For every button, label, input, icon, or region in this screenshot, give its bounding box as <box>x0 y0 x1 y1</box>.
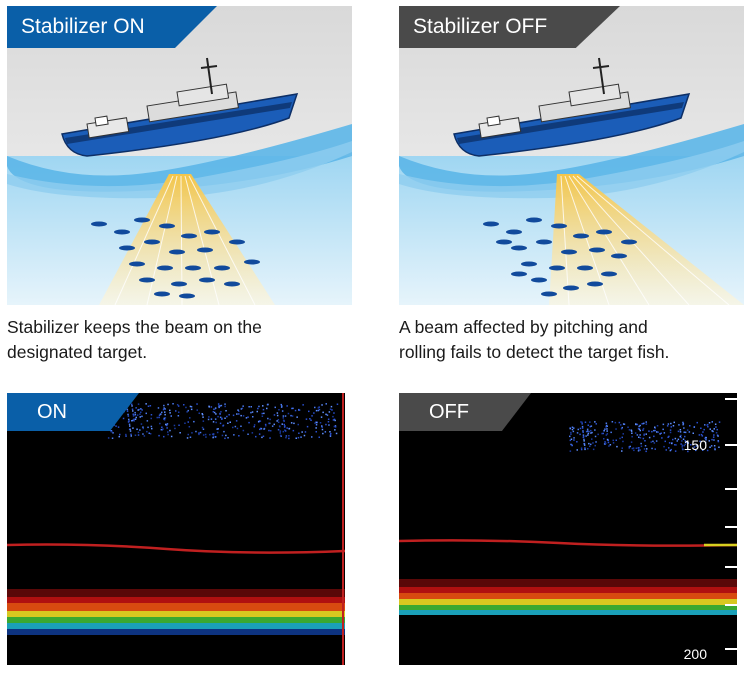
echogram-on: ON <box>7 393 345 665</box>
seabed-trace-line <box>399 539 737 547</box>
ship-icon <box>61 57 299 157</box>
surface-noise <box>569 421 721 453</box>
echogram-off: OFF 150 200 <box>399 393 737 665</box>
depth-200-text: 200 <box>683 646 707 662</box>
stabilizer-on-label: Stabilizer ON <box>7 6 217 48</box>
stabilizer-on-text: Stabilizer ON <box>21 15 145 38</box>
caption-off: A beam affected by pitching and rolling … <box>399 315 669 365</box>
echogram-on-display <box>7 393 345 665</box>
fish-school <box>483 217 637 297</box>
seabed-echo <box>399 579 737 615</box>
ship-icon <box>453 57 691 157</box>
caption-off-line-1: A beam affected by pitching and <box>399 317 648 337</box>
caption-off-line-2: rolling fails to detect the target fish. <box>399 342 670 362</box>
stabilizer-on-scene <box>7 6 352 305</box>
echogram-on-label: ON <box>7 393 139 431</box>
stabilizer-off-text: Stabilizer OFF <box>413 15 548 38</box>
seabed-trace-line <box>7 543 345 554</box>
depth-label-200: 200 <box>684 646 707 662</box>
caption-on: Stabilizer keeps the beam on the designa… <box>7 315 262 365</box>
stabilizer-on-illustration: Stabilizer ON <box>7 6 352 305</box>
echogram-off-display <box>399 398 737 650</box>
caption-on-line-1: Stabilizer keeps the beam on the <box>7 317 262 337</box>
stabilizer-off-scene <box>399 6 744 305</box>
depth-label-150: 150 <box>684 437 707 453</box>
depth-scale <box>725 398 737 650</box>
depth-150-text: 150 <box>683 437 707 453</box>
echogram-on-text: ON <box>37 401 67 423</box>
surface-noise <box>107 403 339 440</box>
fish-school <box>91 217 260 299</box>
seabed-echo <box>7 589 345 635</box>
stabilizer-off-illustration: Stabilizer OFF <box>399 6 744 305</box>
caption-on-line-2: designated target. <box>7 342 148 362</box>
echogram-off-text: OFF <box>429 401 469 423</box>
